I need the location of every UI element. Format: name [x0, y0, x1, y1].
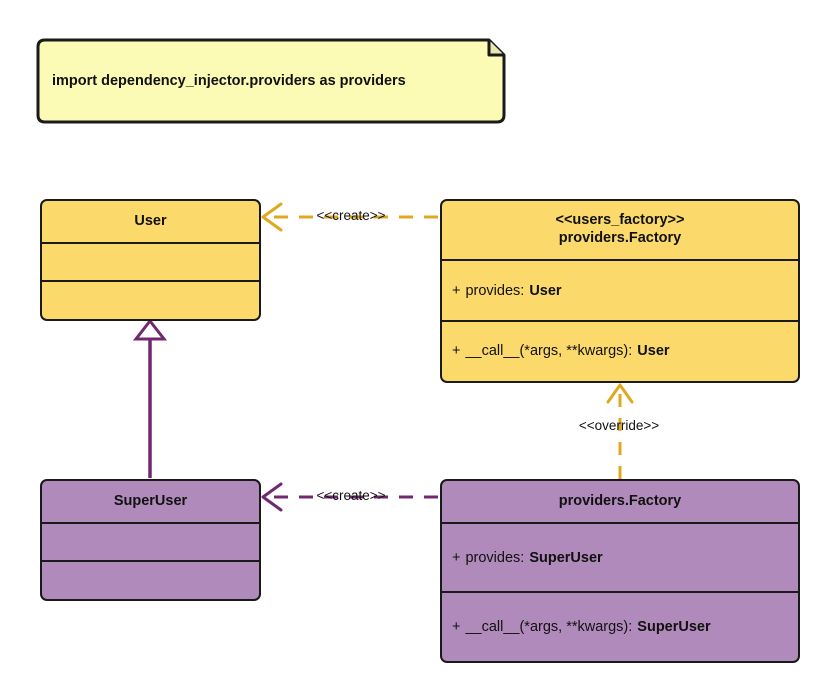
- edge-override: [606, 383, 634, 479]
- class-superuser-methods: [42, 560, 259, 598]
- class-users-factory-methods: + __call__(*args, **kwargs): User: [442, 320, 798, 380]
- class-superuser-name: SuperUser: [113, 492, 188, 509]
- method-type: User: [637, 343, 670, 359]
- class-users-factory-attributes: + provides: User: [442, 259, 798, 320]
- method-type: SuperUser: [637, 618, 711, 635]
- class-users-factory-stereotype: <<users_factory>>: [555, 212, 685, 229]
- attribute-type: SuperUser: [529, 549, 603, 566]
- edge-inheritance: [132, 318, 168, 478]
- class-superuser-factory-methods: + __call__(*args, **kwargs): SuperUser: [442, 591, 798, 660]
- class-superuser-factory-title: providers.Factory: [442, 481, 798, 522]
- class-superuser-attributes: [42, 522, 259, 560]
- note-import: import dependency_injector.providers as …: [36, 38, 506, 124]
- method-visibility: +: [452, 343, 461, 359]
- class-superuser-factory-attributes: + provides: SuperUser: [442, 522, 798, 591]
- class-user-title: User: [42, 201, 259, 242]
- attribute-visibility: +: [452, 549, 461, 566]
- class-superuser-factory-name: providers.Factory: [558, 492, 682, 509]
- edge-label-override: <<override>>: [578, 418, 660, 433]
- edge-inheritance-triangle: [132, 318, 168, 341]
- edge-create-superuser-arrowhead: [261, 482, 283, 512]
- class-user-name: User: [134, 212, 167, 229]
- class-users-factory-title: <<users_factory>> providers.Factory: [442, 201, 798, 259]
- method-label: __call__(*args, **kwargs):: [465, 343, 633, 359]
- note-text: import dependency_injector.providers as …: [52, 73, 406, 89]
- attribute-label: provides:: [465, 282, 525, 299]
- class-user-methods: [42, 280, 259, 318]
- class-user-attributes: [42, 242, 259, 280]
- class-superuser-title: SuperUser: [42, 481, 259, 522]
- edge-create-user: [261, 202, 438, 232]
- attribute-type: User: [529, 282, 562, 299]
- attribute-label: provides:: [465, 549, 525, 566]
- class-box-user[interactable]: User: [40, 199, 261, 321]
- class-box-superuser[interactable]: SuperUser: [40, 479, 261, 601]
- note-shape: [36, 38, 506, 124]
- class-box-users-factory[interactable]: <<users_factory>> providers.Factory + pr…: [440, 199, 800, 383]
- edge-label-create-user: <<create>>: [316, 208, 386, 223]
- method-label: __call__(*args, **kwargs):: [465, 618, 633, 635]
- class-box-superuser-factory[interactable]: providers.Factory + provides: SuperUser …: [440, 479, 800, 663]
- edge-create-user-arrowhead: [261, 202, 283, 232]
- edge-override-arrowhead: [606, 383, 634, 404]
- note-fold-corner-icon: [487, 40, 504, 57]
- method-visibility: +: [452, 618, 461, 635]
- class-users-factory-name: providers.Factory: [558, 230, 682, 246]
- attribute-visibility: +: [452, 282, 461, 299]
- note-body: [36, 38, 506, 124]
- edge-label-create-superuser: <<create>>: [316, 488, 386, 503]
- edge-create-superuser: [261, 482, 438, 512]
